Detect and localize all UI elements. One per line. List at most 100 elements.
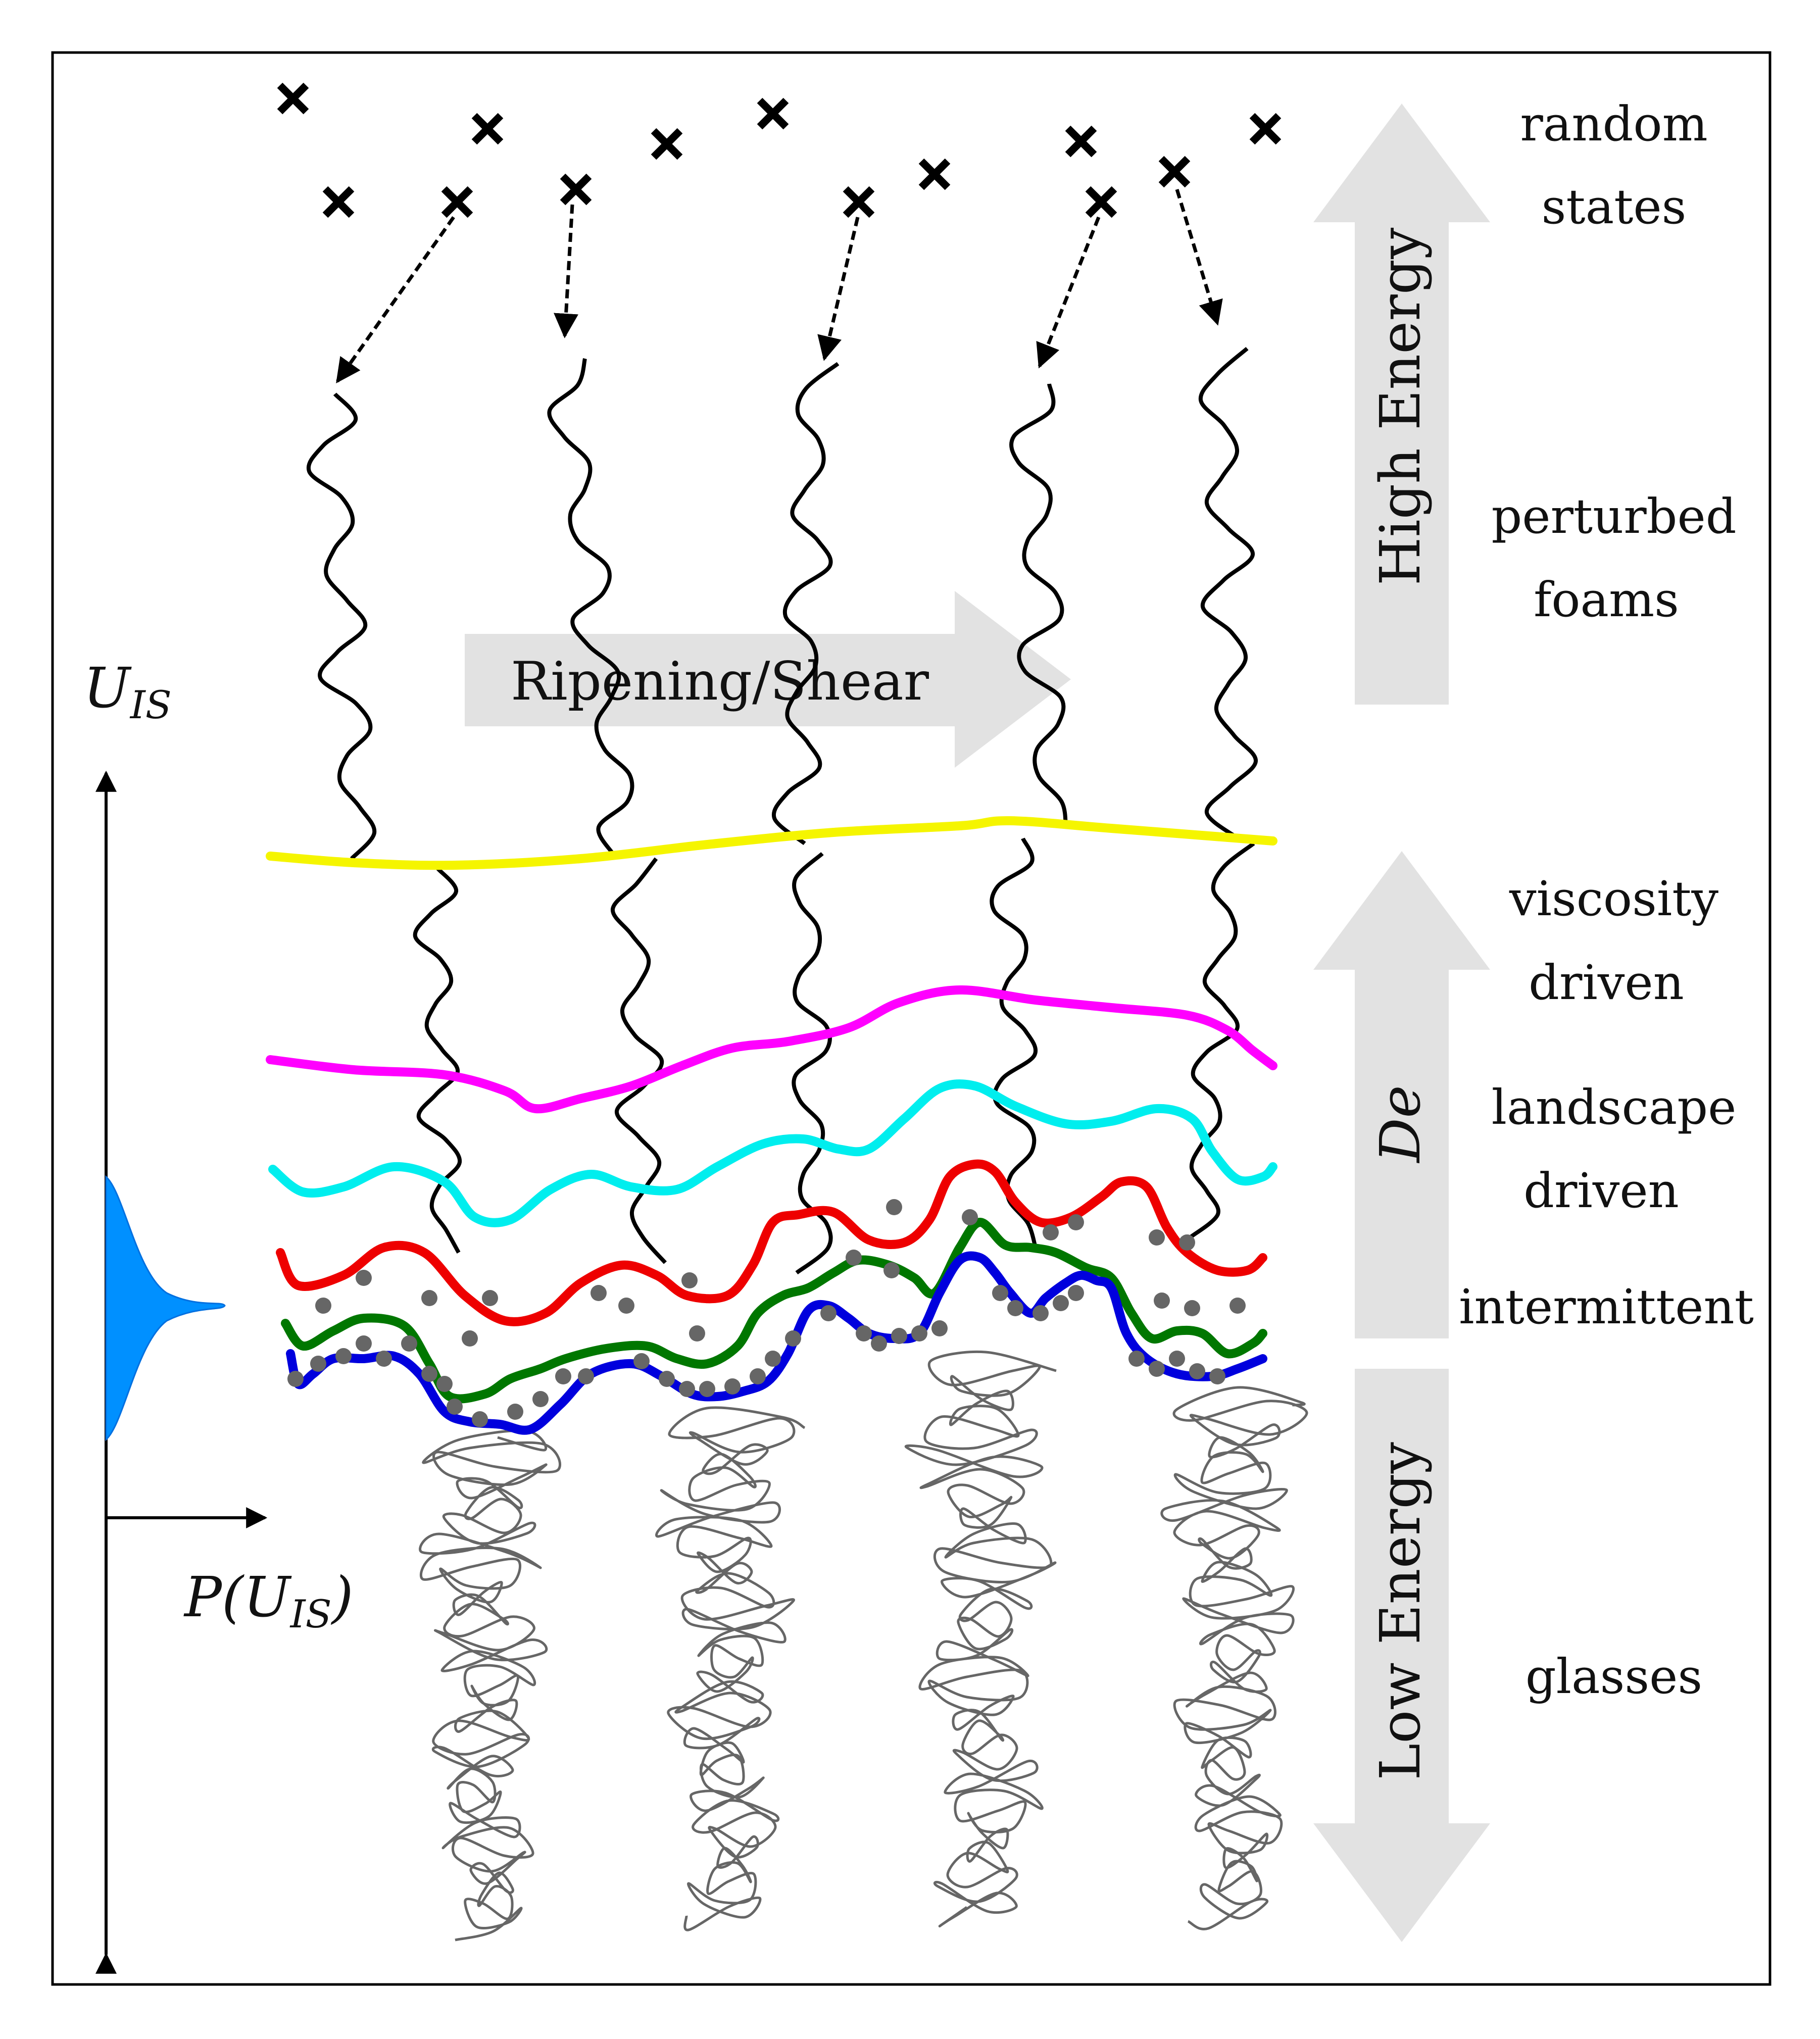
state-dot-44 — [856, 1325, 872, 1341]
label-ripening-shear: Ripening/Shear — [511, 651, 929, 712]
quench-arrow-3 — [817, 217, 860, 361]
random-state-crosses — [277, 82, 1282, 218]
cross-icon-10 — [918, 158, 951, 190]
state-dot-43 — [820, 1305, 837, 1321]
state-dot-32 — [532, 1391, 549, 1407]
distribution-axes: UIS P(UIS) — [83, 656, 354, 1974]
state-dot-53 — [1068, 1285, 1084, 1301]
state-dot-47 — [911, 1325, 927, 1341]
label-intermittent: intermittent — [1459, 1279, 1754, 1335]
cross-icon-4 — [1249, 113, 1282, 145]
state-dot-14 — [1043, 1224, 1059, 1240]
state-dot-25 — [376, 1351, 392, 1367]
state-dot-45 — [871, 1335, 887, 1352]
state-dot-29 — [447, 1399, 463, 1415]
state-dot-5 — [462, 1330, 478, 1347]
state-dot-52 — [1053, 1295, 1069, 1311]
state-dot-12 — [883, 1262, 900, 1278]
quench-arrow-2 — [554, 204, 578, 338]
state-dot-38 — [699, 1381, 715, 1397]
state-dot-49 — [992, 1285, 1008, 1301]
cross-icon-3 — [757, 97, 789, 130]
state-dot-46 — [891, 1328, 907, 1344]
cross-icon-1 — [277, 82, 309, 115]
state-dot-11 — [846, 1250, 862, 1266]
state-dot-28 — [436, 1376, 453, 1392]
state-dot-9 — [689, 1325, 705, 1341]
green-level-curve — [281, 1218, 1267, 1404]
state-dot-56 — [1169, 1351, 1185, 1367]
label-driven-viscosity: driven — [1529, 955, 1684, 1011]
cross-icon-11 — [1065, 125, 1097, 158]
cross-icon-13 — [1158, 156, 1191, 188]
band-arrows — [465, 104, 1490, 1942]
trajectory-7 — [611, 857, 667, 1264]
state-dot-34 — [578, 1368, 594, 1384]
state-dot-7 — [618, 1298, 634, 1314]
label-random: random — [1520, 96, 1707, 152]
ripening-shear-arrow — [465, 591, 1071, 768]
quench-arrow-5 — [1175, 188, 1223, 326]
label-landscape: landscape — [1492, 1080, 1737, 1135]
label-foams: foams — [1534, 572, 1679, 628]
glass-trajectory-3 — [904, 1350, 1057, 1928]
magenta-level-curve — [266, 985, 1277, 1114]
trajectory-5 — [1198, 346, 1258, 840]
state-dot-41 — [765, 1351, 781, 1367]
cyan-level-curve — [268, 1079, 1277, 1227]
state-dot-36 — [659, 1371, 675, 1387]
glass-trajectory-1 — [419, 1429, 562, 1942]
trajectory-layer — [306, 346, 1258, 1275]
glass-trajectory-4 — [1160, 1386, 1308, 1930]
cross-icon-7 — [560, 173, 592, 206]
state-dot-30 — [472, 1411, 488, 1427]
state-dot-22 — [310, 1356, 326, 1372]
p-u-is-label: P(UIS) — [183, 1565, 354, 1636]
state-dot-57 — [1189, 1363, 1205, 1379]
state-dot-4 — [482, 1290, 498, 1306]
cross-icon-2 — [471, 113, 504, 145]
u-is-label: UIS — [83, 656, 172, 727]
state-dot-18 — [1154, 1292, 1170, 1309]
state-dot-55 — [1149, 1361, 1165, 1377]
trajectory-1 — [306, 392, 377, 860]
state-dot-48 — [931, 1320, 948, 1336]
trajectory-2 — [547, 358, 634, 855]
state-dot-50 — [1007, 1300, 1023, 1316]
state-dot-23 — [335, 1348, 352, 1364]
state-dot-33 — [555, 1368, 571, 1384]
cross-icon-12 — [1085, 186, 1117, 218]
state-dot-13 — [962, 1209, 978, 1225]
label-states: states — [1542, 179, 1687, 235]
state-dot-17 — [1179, 1234, 1195, 1251]
blue-level-curve — [286, 1251, 1267, 1435]
state-dot-21 — [287, 1371, 304, 1387]
state-dot-26 — [401, 1335, 417, 1352]
state-dot-54 — [1128, 1351, 1145, 1367]
state-dot-27 — [421, 1366, 437, 1382]
low-energy-band-arrow — [1313, 1369, 1490, 1942]
state-dot-16 — [1149, 1229, 1165, 1246]
high-energy-band-arrow — [1313, 104, 1490, 705]
state-dot-58 — [1209, 1368, 1225, 1384]
state-dot-10 — [886, 1199, 902, 1215]
state-dot-3 — [421, 1290, 437, 1306]
state-dot-39 — [724, 1378, 741, 1395]
label-viscosity: viscosity — [1509, 871, 1719, 927]
cross-icon-9 — [843, 186, 875, 218]
state-dot-6 — [591, 1285, 607, 1301]
label-glasses: glasses — [1526, 1649, 1702, 1705]
quench-arrow-1 — [336, 216, 455, 383]
state-dot-15 — [1068, 1214, 1084, 1230]
trajectory-10 — [1189, 841, 1255, 1239]
labels: random states perturbed foams viscosity … — [511, 96, 1754, 1780]
cross-icon-5 — [322, 186, 355, 218]
de-band-arrow — [1313, 851, 1490, 1338]
u-is-main: U — [83, 656, 132, 720]
state-dot-20 — [1229, 1298, 1246, 1314]
state-dot-42 — [785, 1330, 801, 1347]
trajectory-4 — [1009, 383, 1068, 829]
cross-icon-8 — [651, 128, 683, 160]
u-is-subscript: IS — [129, 682, 172, 727]
red-level-curve — [276, 1159, 1267, 1326]
